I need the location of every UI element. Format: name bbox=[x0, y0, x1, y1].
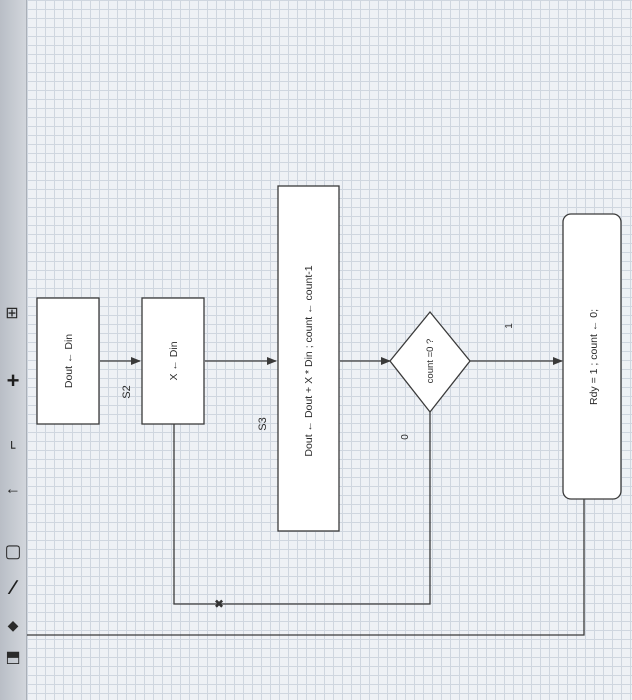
state-box-s4[interactable] bbox=[562, 213, 622, 500]
branch-label-zero: 0 bbox=[400, 434, 411, 440]
line-icon[interactable]: ∕ bbox=[11, 577, 15, 599]
state-label-s3: S3 bbox=[257, 417, 269, 430]
state-box-s2[interactable] bbox=[141, 297, 205, 425]
loop-marker-icon: ✖ bbox=[214, 597, 224, 611]
state-text-s4: Rdy = 1 ; count ← 0; bbox=[588, 309, 600, 405]
state-box-s1[interactable] bbox=[36, 297, 100, 425]
shape-icon[interactable]: ▢ bbox=[4, 541, 22, 561]
left-toolbar: ⊞ + ⌐ ↑ ▢ ∕ ◆ ⬒ bbox=[0, 0, 27, 700]
decision-text: count =0 ? bbox=[425, 339, 436, 384]
format-icon[interactable]: ⬒ bbox=[5, 649, 21, 666]
branch-label-one: 1 bbox=[504, 323, 515, 329]
state-box-s3[interactable] bbox=[277, 185, 340, 532]
pen-icon[interactable]: ◆ bbox=[7, 617, 19, 633]
state-label-s2: S2 bbox=[121, 385, 133, 398]
state-text-s2: X ← Din bbox=[168, 341, 180, 380]
state-text-s1: Dout ← Din bbox=[63, 334, 75, 388]
loop-back-connector bbox=[173, 412, 431, 605]
return-connector bbox=[27, 499, 585, 636]
state-text-s3: Dout ← Dout + X * Din ; count ← count-1 bbox=[303, 265, 315, 456]
add-icon[interactable]: + bbox=[6, 368, 20, 393]
decision-diamond[interactable] bbox=[389, 310, 471, 414]
